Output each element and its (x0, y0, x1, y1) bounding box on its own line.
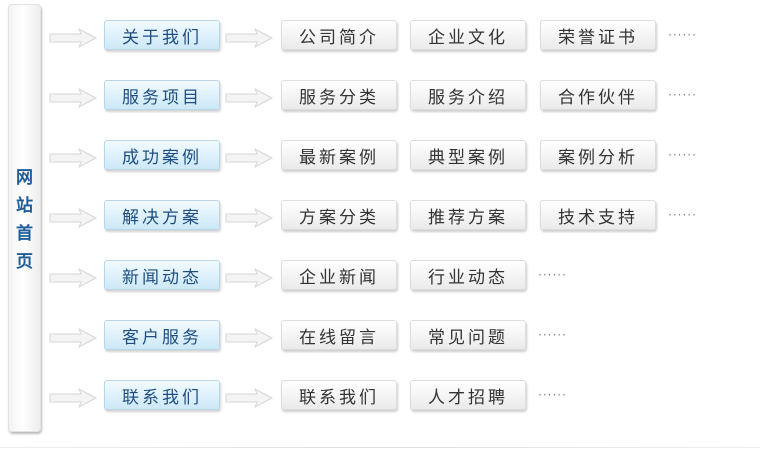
sitemap-row: 关于我们 公司简介企业文化荣誉证书 ······ (0, 18, 760, 58)
category-button[interactable]: 新闻动态 (104, 260, 220, 290)
home-label-char: 网 (16, 168, 33, 188)
subpage-button[interactable]: 行业动态 (410, 260, 526, 290)
more-ellipsis[interactable]: ······ (668, 28, 697, 42)
arrow-right-icon (49, 327, 99, 349)
subpage-button[interactable]: 在线留言 (281, 320, 397, 350)
category-button[interactable]: 成功案例 (104, 140, 220, 170)
more-ellipsis[interactable]: ······ (538, 328, 567, 342)
arrow-right-icon (49, 207, 99, 229)
sitemap-row: 成功案例 最新案例典型案例案例分析 ······ (0, 138, 760, 178)
category-button[interactable]: 关于我们 (104, 20, 220, 50)
bottom-divider (0, 447, 760, 448)
arrow-right-icon (49, 27, 99, 49)
more-ellipsis[interactable]: ······ (668, 148, 697, 162)
arrow-right-icon (225, 147, 275, 169)
arrow-right-icon (49, 147, 99, 169)
subpage-button[interactable]: 服务分类 (281, 80, 397, 110)
arrow-right-icon (225, 87, 275, 109)
more-ellipsis[interactable]: ······ (538, 388, 567, 402)
sitemap-row: 服务项目 服务分类服务介绍合作伙伴 ······ (0, 78, 760, 118)
subpage-button[interactable]: 推荐方案 (410, 200, 526, 230)
arrow-right-icon (49, 267, 99, 289)
subpage-button[interactable]: 公司简介 (281, 20, 397, 50)
subpage-button[interactable]: 企业新闻 (281, 260, 397, 290)
sitemap-row: 客户服务 在线留言常见问题 ······ (0, 318, 760, 358)
subpage-button[interactable]: 荣誉证书 (540, 20, 656, 50)
more-ellipsis[interactable]: ······ (538, 268, 567, 282)
subpage-button[interactable]: 联系我们 (281, 380, 397, 410)
subpage-button[interactable]: 合作伙伴 (540, 80, 656, 110)
home-label-char: 页 (16, 252, 33, 272)
home-label-char: 首 (16, 224, 33, 244)
subpage-button[interactable]: 技术支持 (540, 200, 656, 230)
subpage-button[interactable]: 人才招聘 (410, 380, 526, 410)
subpage-button[interactable]: 最新案例 (281, 140, 397, 170)
subpage-button[interactable]: 案例分析 (540, 140, 656, 170)
subpage-button[interactable]: 典型案例 (410, 140, 526, 170)
subpage-button[interactable]: 方案分类 (281, 200, 397, 230)
sitemap-row: 联系我们联系我们人才招聘······ (0, 378, 760, 418)
more-ellipsis[interactable]: ······ (668, 208, 697, 222)
sitemap-row: 新闻动态 企业新闻行业动态 ······ (0, 258, 760, 298)
arrow-right-icon (49, 87, 99, 109)
home-label-char: 站 (16, 196, 33, 216)
subpage-button[interactable]: 服务介绍 (410, 80, 526, 110)
sitemap-row: 解决方案 方案分类推荐方案技术支持 ······ (0, 198, 760, 238)
category-button[interactable]: 解决方案 (104, 200, 220, 230)
arrow-right-icon (49, 387, 99, 409)
arrow-right-icon (225, 27, 275, 49)
category-button[interactable]: 服务项目 (104, 80, 220, 110)
subpage-button[interactable]: 常见问题 (410, 320, 526, 350)
category-button[interactable]: 联系我们 (104, 380, 220, 410)
arrow-right-icon (225, 267, 275, 289)
subpage-button[interactable]: 企业文化 (410, 20, 526, 50)
arrow-right-icon (225, 387, 275, 409)
category-button[interactable]: 客户服务 (104, 320, 220, 350)
arrow-right-icon (225, 207, 275, 229)
arrow-right-icon (225, 327, 275, 349)
home-label: 网站首页 (8, 164, 41, 276)
more-ellipsis[interactable]: ······ (668, 88, 697, 102)
home-node[interactable]: 网站首页 (8, 4, 41, 432)
